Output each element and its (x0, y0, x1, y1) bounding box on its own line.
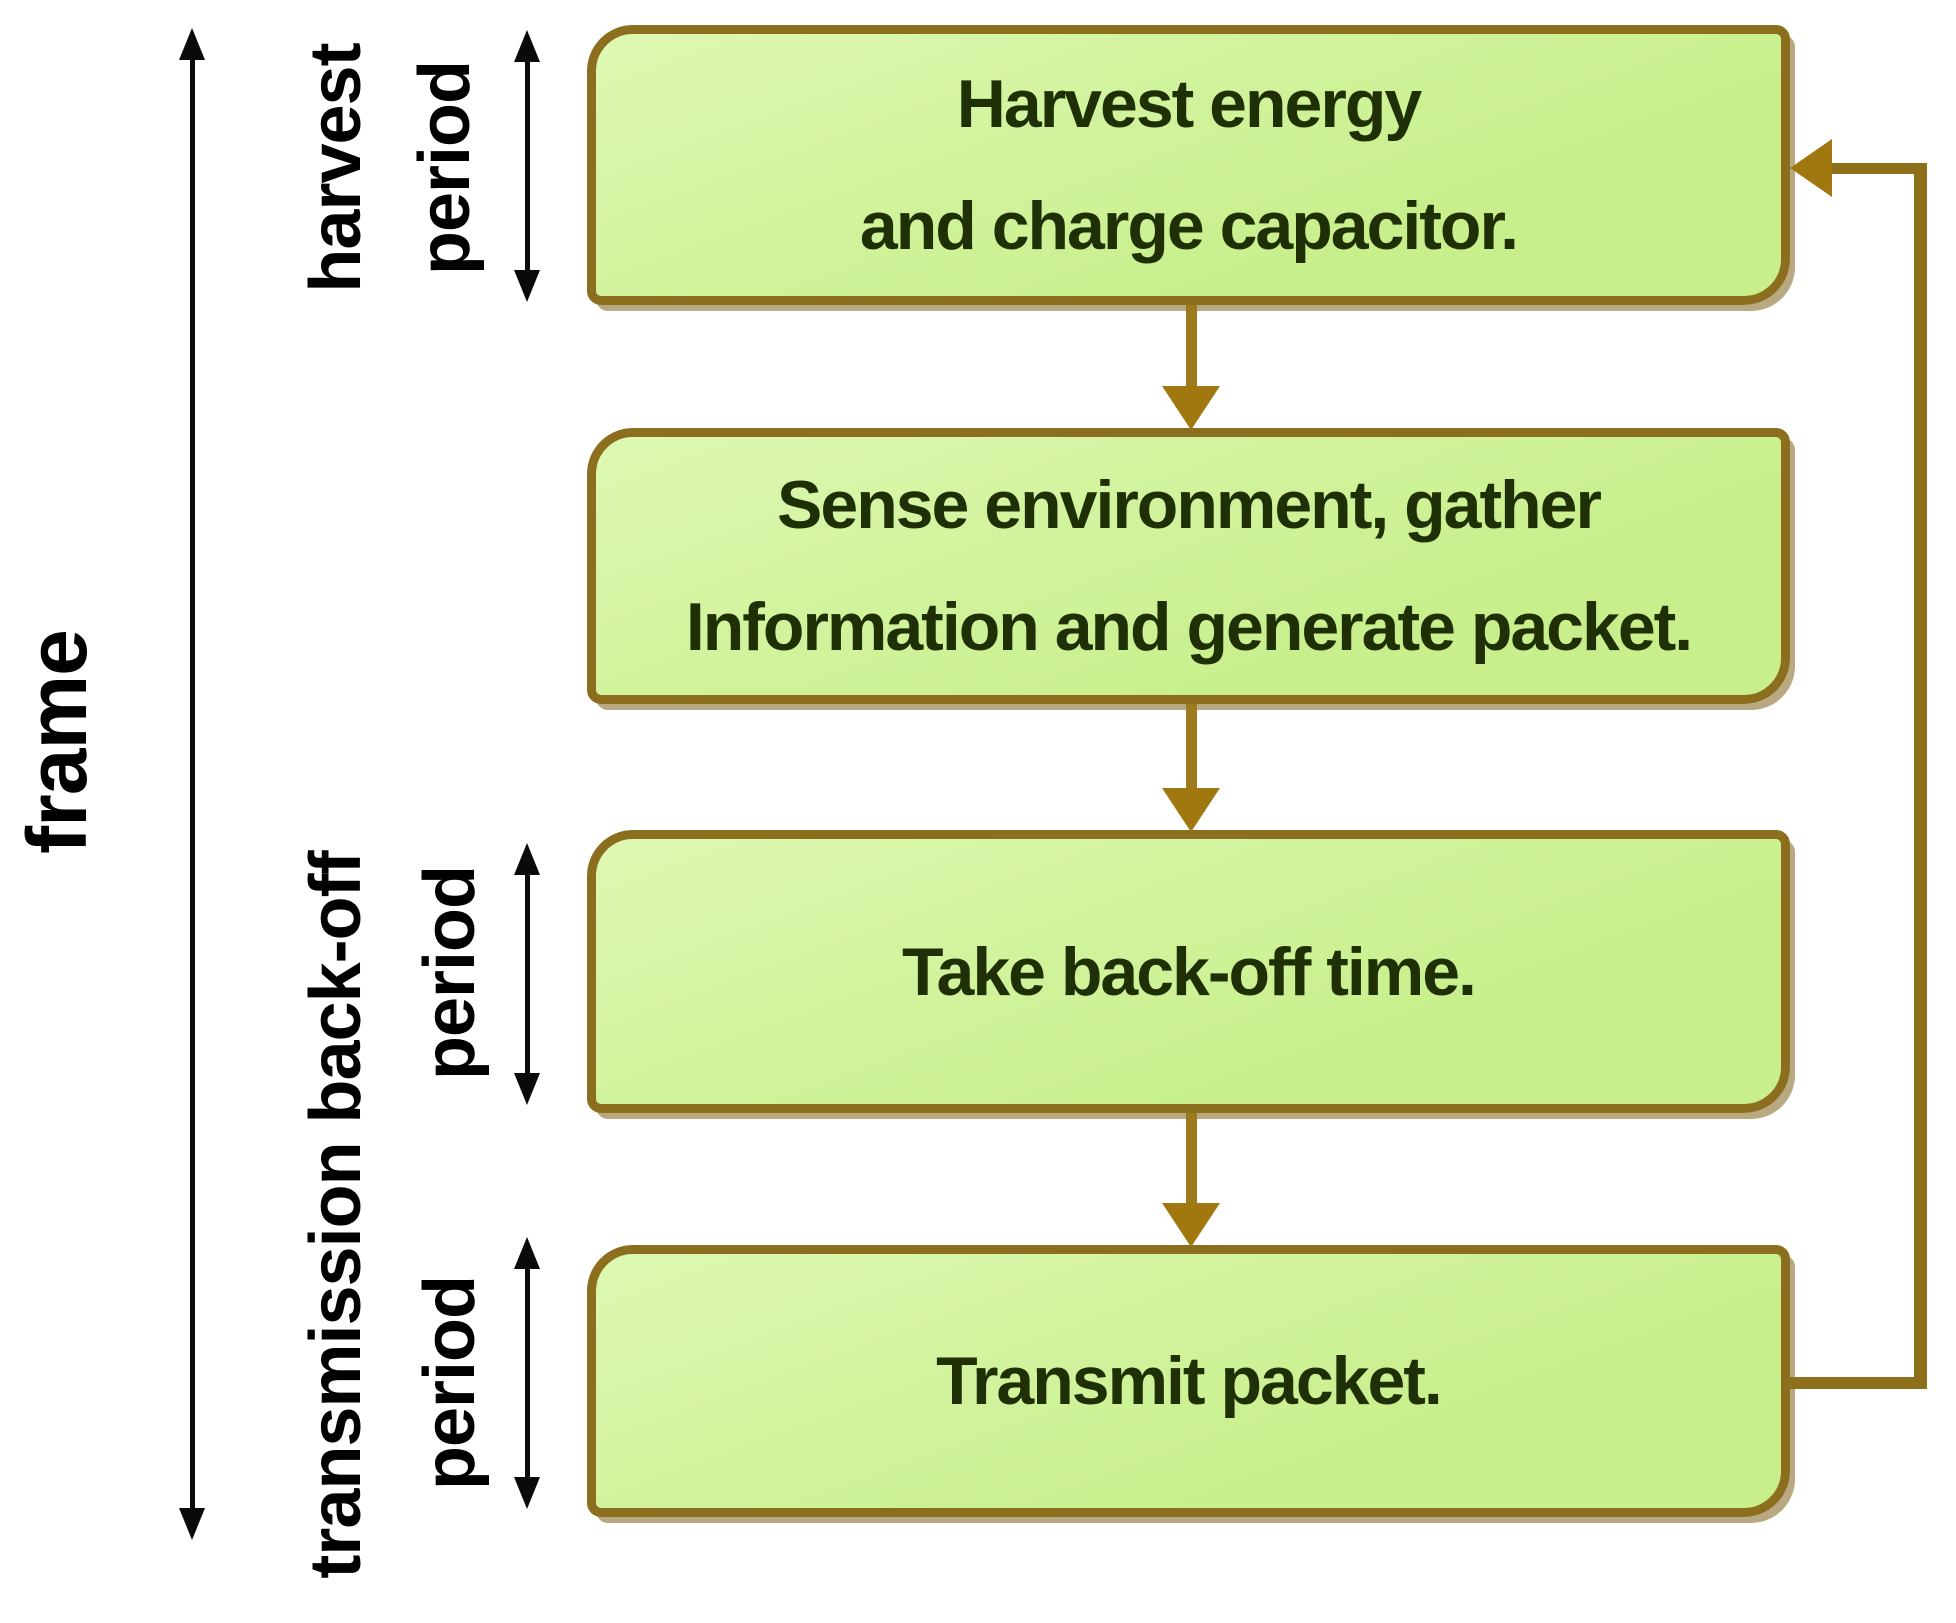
transmit-period-label: period (410, 1275, 490, 1491)
box-text-line: Information and generate packet. (685, 589, 1693, 665)
arrowhead-up-icon (179, 28, 205, 60)
arrowhead-left-icon (1790, 139, 1832, 197)
take-backoff-box: Take back-off time. (587, 830, 1790, 1113)
arrowhead-down-icon (514, 1073, 540, 1105)
arrowhead-down-icon (1162, 1203, 1220, 1247)
feedback-loop-top-segment (1832, 163, 1927, 174)
box-text-line: Harvest energy (956, 66, 1422, 142)
frame-label: frame (10, 630, 104, 854)
harvest-period-label-line2: period (405, 61, 485, 276)
transmission-backoff-label: transmission back-off (296, 851, 376, 1579)
arrowhead-up-icon (514, 843, 540, 875)
sense-environment-box-text: Sense environment, gather Information an… (685, 444, 1693, 688)
harvest-period-extent-arrow (514, 30, 540, 302)
arrow-shaft (1185, 1113, 1197, 1203)
flow-arrow-backoff-to-transmit (1162, 1113, 1220, 1247)
arrow-shaft (524, 1269, 530, 1477)
feedback-loop-right-segment (1914, 163, 1927, 1389)
arrowhead-down-icon (1162, 788, 1220, 832)
arrow-shaft (1185, 704, 1197, 788)
frame-extent-arrow (179, 28, 205, 1540)
transmit-period-extent-arrow (514, 1237, 540, 1509)
backoff-period-label: period (410, 865, 490, 1081)
flow-arrow-sense-to-backoff (1162, 704, 1220, 832)
arrowhead-up-icon (514, 1237, 540, 1269)
harvest-energy-box: Harvest energy and charge capacitor. (587, 25, 1790, 305)
transmit-packet-box-text: Transmit packet. (936, 1320, 1443, 1442)
arrow-shaft (189, 60, 195, 1508)
backoff-period-extent-arrow (514, 843, 540, 1105)
arrow-shaft (524, 875, 530, 1073)
box-text-line: Take back-off time. (902, 933, 1477, 1010)
harvest-period-label: harvest period (282, 43, 500, 292)
arrowhead-up-icon (514, 30, 540, 62)
arrow-shaft (1185, 305, 1197, 386)
arrowhead-down-icon (514, 1477, 540, 1509)
arrowhead-down-icon (514, 270, 540, 302)
flow-arrow-harvest-to-sense (1162, 305, 1220, 430)
box-text-line: Sense environment, gather (777, 467, 1602, 543)
harvest-energy-box-text: Harvest energy and charge capacitor. (859, 43, 1519, 287)
transmit-packet-box: Transmit packet. (587, 1245, 1790, 1517)
arrowhead-down-icon (1162, 386, 1220, 430)
harvest-period-label-line1: harvest (296, 43, 376, 293)
arrow-shaft (524, 62, 530, 270)
arrowhead-down-icon (179, 1508, 205, 1540)
sense-environment-box: Sense environment, gather Information an… (587, 428, 1790, 704)
box-text-line: Transmit packet. (936, 1343, 1443, 1419)
take-backoff-box-text: Take back-off time. (902, 911, 1477, 1033)
box-text-line: and charge capacitor. (859, 188, 1519, 264)
feedback-loop-bottom-segment (1788, 1377, 1927, 1389)
